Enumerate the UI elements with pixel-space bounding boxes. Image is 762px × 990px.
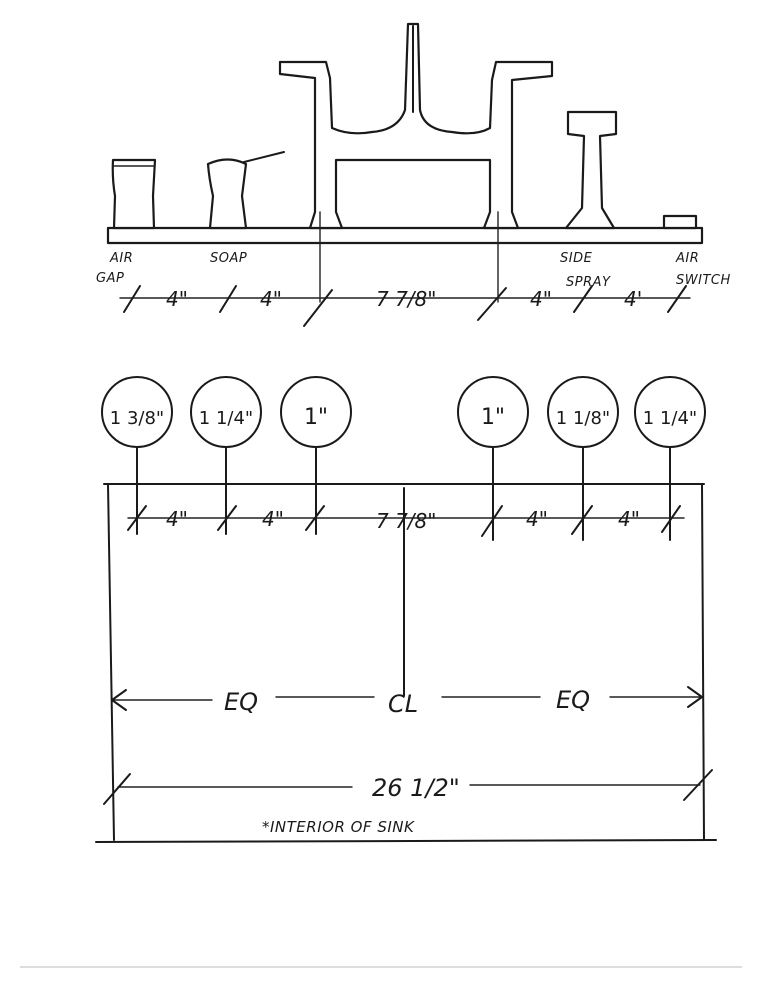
overall-width-label: 26 1/2" [372,774,460,802]
elevation-tick [123,285,141,313]
side-spray-label-line2: SPRAY [566,275,611,290]
elevation-view: AIR GAP SOAP SIDE SPRAY AIR SWITCH 4" 4"… [96,22,731,327]
elevation-spacing-1: 4" [166,287,188,311]
elevation-tick [573,285,593,313]
air-gap-label-line1: AIR [109,251,133,266]
hole-size-5: 1 1/8" [556,408,610,429]
elevation-spacing-5: 4' [624,287,642,311]
side-spray-fixture [564,110,618,230]
sink-bottom-edge [95,839,717,843]
interior-note: *INTERIOR OF SINK [262,818,415,836]
hole-size-4: 1" [481,405,505,430]
elevation-tick [477,287,507,321]
elevation-ticks [123,285,687,327]
plan-tick [305,505,325,531]
plan-spacing-2: 4" [262,507,284,531]
plan-tick [127,505,147,531]
hole-leaders [136,446,671,541]
hole-size-1: 1 3/8" [110,408,164,429]
eq-right-arrow [687,686,703,708]
counter-deck [106,226,704,245]
air-switch-fixture [662,214,698,230]
hole-size-2: 1 1/4" [199,408,253,429]
hole-size-3: 1" [304,405,328,430]
eq-right-label: EQ [556,686,590,714]
eq-left-arrow [111,689,127,711]
plan-spacing-5: 4" [618,507,640,531]
soap-dispenser-spout [243,151,285,163]
elevation-spacing-2: 4" [260,287,282,311]
overall-width-tick-left [103,773,131,805]
plan-tick [481,505,503,537]
plan-tick [661,505,681,533]
air-switch-label-line1: AIR [675,251,699,266]
overall-width-tick-right [683,769,713,801]
elevation-spacing-4: 4" [530,287,552,311]
sink-right-edge [701,483,705,841]
plan-spacing-3: 7 7/8" [376,509,436,533]
plan-spacing-1: 4" [166,507,188,531]
plan-ticks [127,505,681,537]
plan-view: 1 3/8" 1 1/4" 1" 1" 1 1/8" 1 1/4" [95,376,717,843]
elevation-spacing-3: 7 7/8" [376,287,436,311]
faucet-body [278,22,554,230]
eq-left-label: EQ [224,688,258,716]
side-spray-label-line1: SIDE [560,251,593,266]
hole-size-6: 1 1/4" [643,408,697,429]
elevation-tick [667,285,687,313]
plan-tick [571,505,593,535]
sink-left-edge [107,483,115,841]
soap-dispenser-fixture [206,158,248,230]
air-switch-label-line2: SWITCH [676,273,731,288]
air-gap-fixture [111,158,157,230]
plan-spacing-4: 4" [526,507,548,531]
hole-circles [101,376,706,448]
air-gap-label-line2: GAP [96,271,124,286]
elevation-tick [303,289,333,327]
soap-label: SOAP [210,251,247,266]
centerline-label: CL [388,690,418,718]
elevation-tick [219,285,237,313]
plan-tick [217,505,237,531]
